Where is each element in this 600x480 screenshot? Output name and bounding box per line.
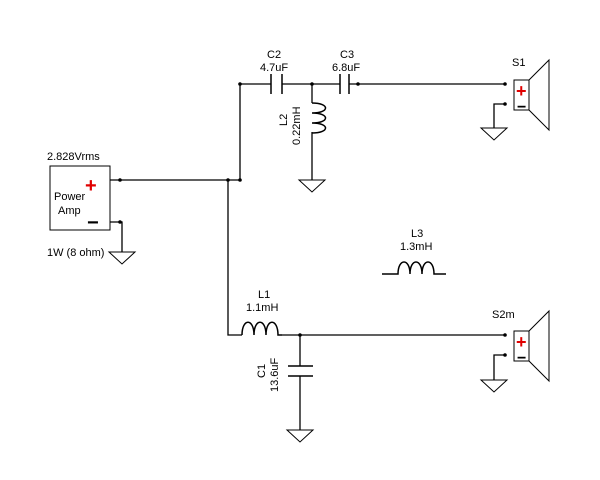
l1-coil <box>241 321 282 336</box>
wire-bottom-bus <box>227 180 242 336</box>
l1-name: L1 <box>258 289 270 301</box>
amp-plus-terminal: + <box>85 175 97 197</box>
junction-dot <box>226 178 230 182</box>
ground-s1 <box>479 127 509 141</box>
c3-name: C3 <box>340 49 354 61</box>
c2-name: C2 <box>267 49 281 61</box>
amp-label-line1: Power <box>54 191 86 203</box>
speaker-s2m[interactable]: S2m + − <box>492 309 550 383</box>
ground-icon <box>285 429 315 443</box>
speaker-s1[interactable]: S1 + − <box>512 57 550 132</box>
junction-dot <box>298 333 302 337</box>
wire-s2-ground <box>493 354 505 380</box>
junction-dot <box>503 353 507 357</box>
junction-dot <box>356 82 360 86</box>
ground-icon <box>479 127 509 141</box>
junction-dot <box>238 82 242 86</box>
s1-plus-terminal: + <box>516 81 527 101</box>
l1-value: 1.1mH <box>246 302 278 314</box>
ground-s2 <box>479 379 509 393</box>
amp-box <box>49 165 111 231</box>
s1-cone <box>528 58 550 132</box>
s2-cone <box>528 309 550 383</box>
amp-voltage-label: 2.828Vrms <box>47 151 100 163</box>
amp-label-line2: Amp <box>58 205 81 217</box>
inductor-l2[interactable]: L2 0.22mH <box>278 102 327 145</box>
inductor-l3[interactable]: L3 1.3mH <box>382 228 446 275</box>
capacitor-c2[interactable]: C2 4.7uF <box>260 49 288 94</box>
junction-dot <box>310 82 314 86</box>
l3-name: L3 <box>411 228 423 240</box>
capacitor-c3[interactable]: C3 6.8uF <box>332 49 360 94</box>
junction-dot <box>503 102 507 106</box>
l3-coil <box>382 261 446 275</box>
junction-dot <box>238 178 242 182</box>
s1-minus-terminal: − <box>517 99 526 116</box>
l2-coil <box>311 102 327 134</box>
l2-name: L2 <box>278 114 290 126</box>
c3-value: 6.8uF <box>332 62 360 74</box>
c1-name: C1 <box>256 364 268 378</box>
junction-dot <box>118 178 122 182</box>
s2-minus-terminal: − <box>517 350 526 367</box>
wire-s1-ground <box>493 103 505 128</box>
l3-value: 1.3mH <box>400 241 432 253</box>
ground-icon <box>479 379 509 393</box>
wires <box>110 83 505 430</box>
ground-icon <box>297 179 327 193</box>
l2-value: 0.22mH <box>291 106 303 145</box>
power-amp[interactable]: 2.828Vrms Power Amp + − 1W (8 ohm) <box>47 151 111 259</box>
junction-dot <box>118 220 122 224</box>
junctions <box>118 82 507 357</box>
c2-value: 4.7uF <box>260 62 288 74</box>
inductor-l1[interactable]: L1 1.1mH <box>241 289 282 336</box>
s2-name: S2m <box>492 309 515 321</box>
amp-minus-terminal: − <box>87 212 99 234</box>
ground-c1 <box>285 429 315 443</box>
ground-l2 <box>297 179 327 193</box>
amp-power-label: 1W (8 ohm) <box>47 247 104 259</box>
s1-name: S1 <box>512 57 525 69</box>
ground-amp <box>107 251 137 265</box>
wire-amp-ground <box>110 221 123 252</box>
junction-dot <box>503 82 507 86</box>
capacitor-c1[interactable]: C1 13.6uF <box>256 357 313 392</box>
s2-plus-terminal: + <box>516 332 527 352</box>
ground-icon <box>107 251 137 265</box>
c1-value: 13.6uF <box>269 357 281 392</box>
junction-dot <box>503 333 507 337</box>
